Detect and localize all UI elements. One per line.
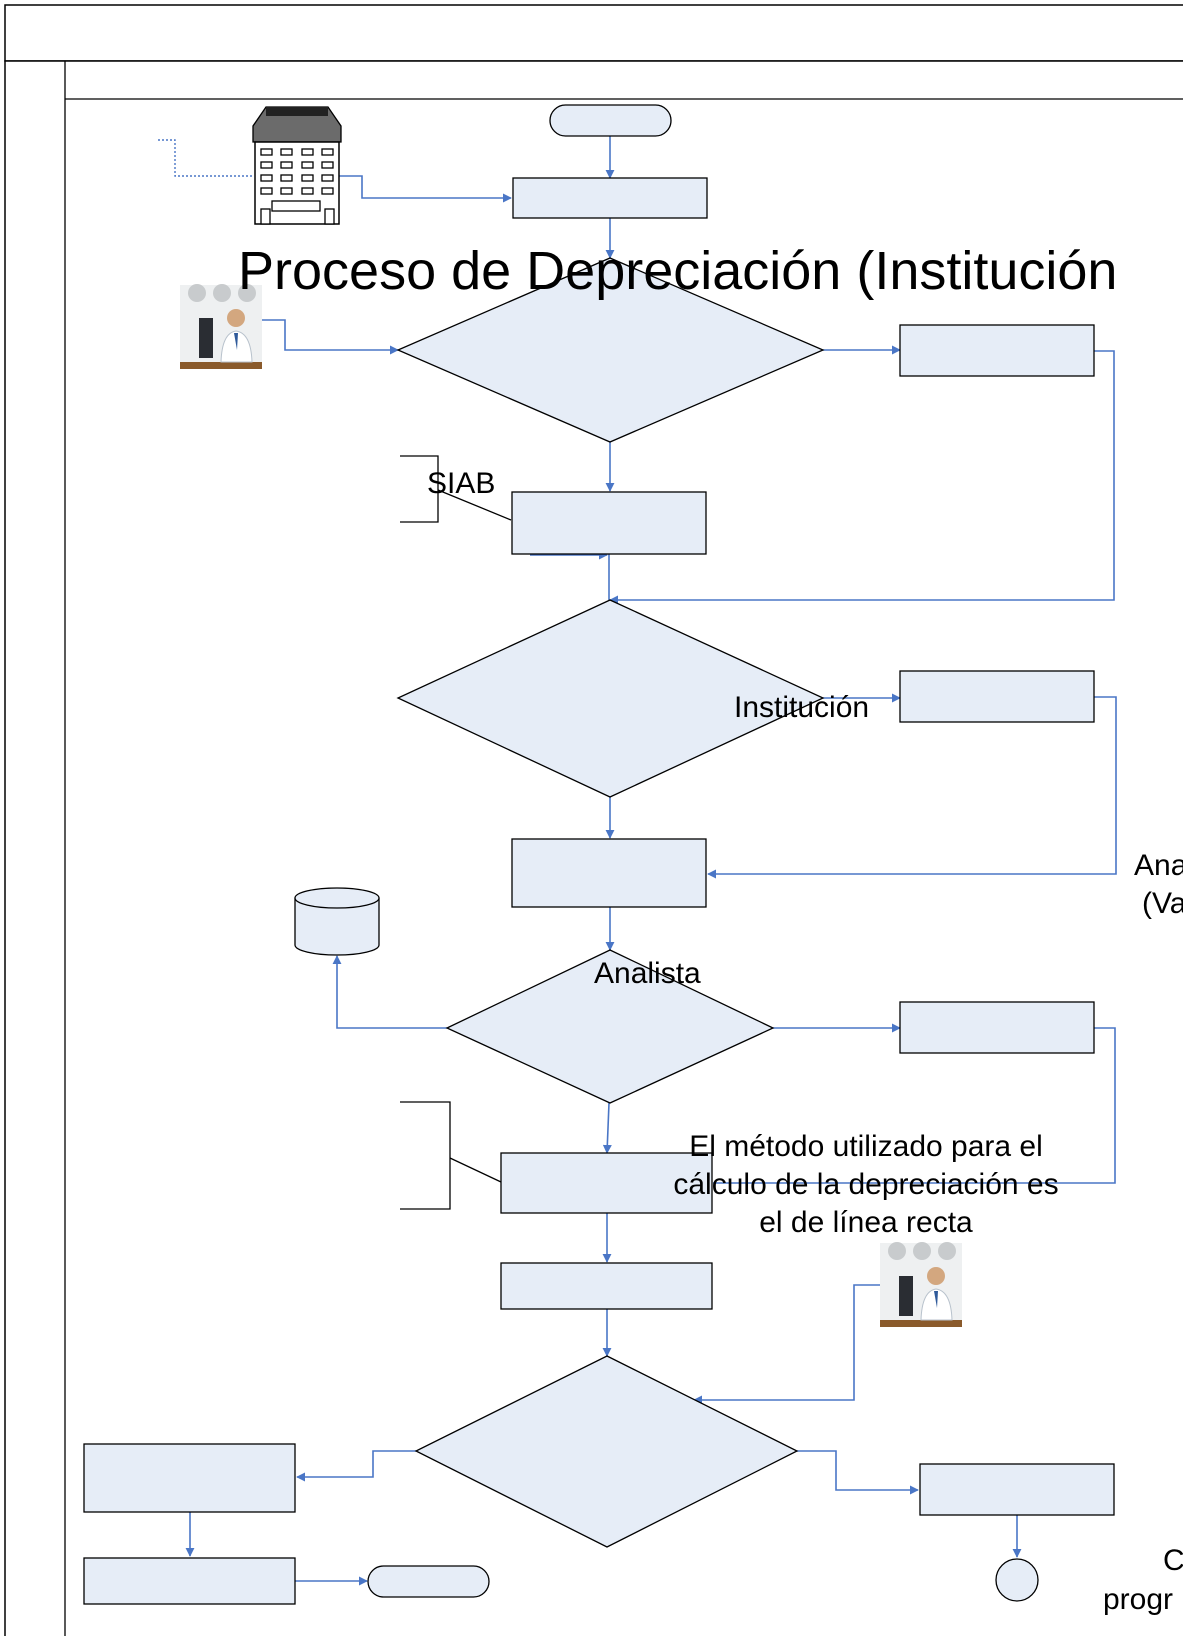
process-step-left-2[interactable] — [83, 1557, 296, 1605]
label-bottom-right-line2: progr — [1103, 1583, 1173, 1616]
shapes — [83, 104, 1115, 1605]
process-step-2[interactable] — [511, 491, 707, 555]
label-metodo-line3: el de línea recta — [759, 1206, 973, 1239]
label-institucion: Institución — [734, 691, 869, 724]
process-step-right-4[interactable] — [919, 1463, 1115, 1516]
process-step-left-1[interactable] — [83, 1443, 296, 1513]
label-metodo-line2: cálculo de la depreciación es — [673, 1168, 1058, 1201]
database-icon — [294, 887, 380, 956]
connector-building-to-step1 — [338, 175, 512, 203]
decision-1[interactable] — [396, 257, 825, 443]
annotation-leader-metodo — [449, 1157, 502, 1183]
connector-right-return-2 — [707, 696, 1117, 879]
label-analista-right-line1: Ana — [1134, 849, 1183, 882]
process-step-1[interactable] — [512, 177, 708, 219]
connector-decision3-to-step4 — [602, 1102, 612, 1154]
decision-3[interactable] — [445, 949, 775, 1104]
label-bottom-right-line1: C — [1163, 1544, 1183, 1577]
label-analista-right-line2: (Va — [1142, 887, 1183, 920]
connector-decision4-right — [797, 1450, 919, 1495]
connector-right-return-3 — [713, 1027, 1116, 1184]
process-step-right-2[interactable] — [899, 670, 1095, 723]
connector-circle[interactable] — [995, 1558, 1039, 1602]
process-step-right-1[interactable] — [899, 324, 1095, 377]
decision-4[interactable] — [414, 1355, 799, 1548]
connector-decision4-left — [296, 1450, 416, 1482]
connector-dotted-input — [158, 139, 252, 177]
analyst-photo-icon-2 — [880, 1242, 962, 1327]
connectors — [158, 136, 1117, 1586]
start-terminator[interactable] — [549, 104, 672, 137]
connector-decision3-to-database — [332, 955, 447, 1029]
connector-right-return-1 — [609, 350, 1115, 605]
connector-analyst2-to-decision4 — [693, 1284, 880, 1405]
label-siab: SIAB — [427, 467, 495, 500]
connector-analyst-to-decision1 — [262, 319, 399, 355]
decision-2[interactable] — [396, 599, 825, 798]
end-terminator[interactable] — [367, 1565, 490, 1598]
annotation-bracket-metodo — [400, 1101, 451, 1210]
process-step-right-3[interactable] — [899, 1001, 1095, 1054]
process-step-5[interactable] — [500, 1262, 713, 1310]
label-analista: Analista — [594, 957, 701, 990]
text-labels: Proceso de Depreciación (Institución SIA… — [238, 241, 1183, 1616]
building-icon — [252, 106, 342, 225]
process-step-4[interactable] — [500, 1152, 713, 1214]
process-step-3[interactable] — [511, 838, 707, 908]
diagram-title: Proceso de Depreciación (Institución — [238, 241, 1117, 301]
analyst-photo-icon — [180, 284, 262, 369]
annotation-leader-siab — [437, 489, 512, 521]
label-metodo-line1: El método utilizado para el — [689, 1130, 1043, 1163]
annotations — [400, 455, 512, 1210]
pool-header — [4, 4, 1183, 62]
annotation-bracket-siab — [400, 455, 439, 523]
